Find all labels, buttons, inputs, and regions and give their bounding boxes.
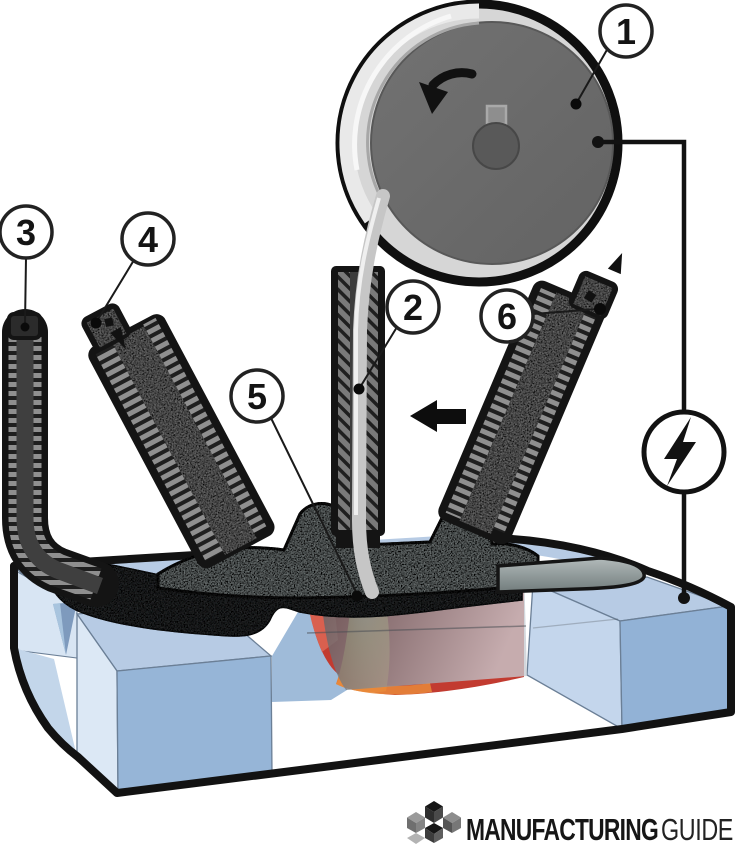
travel-direction-arrow-icon <box>410 400 466 432</box>
callout-5: 5 <box>229 368 363 602</box>
spool-rim-highlight <box>352 13 452 171</box>
guide-tube-hatch-left <box>338 272 350 530</box>
callout-2: 2 <box>353 279 441 395</box>
left-supply-tube <box>2 309 119 607</box>
section-line <box>306 625 527 634</box>
feed-tube-core <box>112 326 257 556</box>
extraction-tube-hatch-right <box>493 303 600 534</box>
arc-glow-streak <box>336 676 432 695</box>
wire-highlight <box>354 197 381 515</box>
extraction-tube-core <box>459 292 588 535</box>
lightning-bolt-icon <box>664 417 696 486</box>
spool-keyway <box>485 104 508 126</box>
callout-4: 4 <box>90 211 176 329</box>
left-tube-core <box>16 330 103 594</box>
power-circuit <box>592 136 727 604</box>
callout-5-number: 5 <box>247 376 267 417</box>
spool-face-edge <box>366 21 480 206</box>
callouts: 1 2 3 4 5 6 <box>0 3 654 602</box>
callout-6-number: 6 <box>497 296 517 337</box>
extraction-tube-hatch-left <box>445 288 556 519</box>
brand-name-bold: MANUFACTURING <box>466 812 658 847</box>
right-angled-extraction-tube <box>438 252 623 545</box>
electrode-wire <box>351 189 390 599</box>
callout-1: 1 <box>570 3 654 110</box>
wire-spool <box>335 0 623 287</box>
circuit-contact-workpiece <box>678 592 690 604</box>
v-groove-highlight <box>53 603 66 655</box>
spool-wound-wire-rim <box>339 3 480 224</box>
left-plate-lower-face <box>14 648 77 757</box>
callout-3-number: 3 <box>16 212 36 253</box>
left-angled-feed-tube <box>81 303 275 569</box>
guide-tube-hatch-right <box>366 272 378 530</box>
callout-6: 6 <box>479 288 606 344</box>
extraction-arrow-up-icon <box>583 252 623 303</box>
rotation-arrow-icon <box>419 68 477 114</box>
circuit-contact-spool <box>592 136 604 148</box>
outline-main <box>10 534 735 797</box>
callout-4-number: 4 <box>138 219 158 260</box>
feed-tube-hatch-right <box>143 317 267 533</box>
section-line-2 <box>532 618 619 629</box>
callout-2-number: 2 <box>403 287 423 328</box>
wire-body <box>351 189 390 599</box>
brand-logo-icon <box>407 801 461 844</box>
callout-1-number: 1 <box>616 11 636 52</box>
brand-logo: MANUFACTURING GUIDE <box>407 801 734 847</box>
near-block-cut-face <box>116 655 273 793</box>
feed-arrow-down-icon <box>104 317 126 350</box>
spool-hub <box>472 122 520 170</box>
circuit-line-top <box>598 139 687 412</box>
brand-name-light: GUIDE <box>661 812 733 847</box>
slag-bead <box>496 556 646 594</box>
callout-3: 3 <box>0 204 54 332</box>
feed-tube-hatch-left <box>95 344 224 561</box>
